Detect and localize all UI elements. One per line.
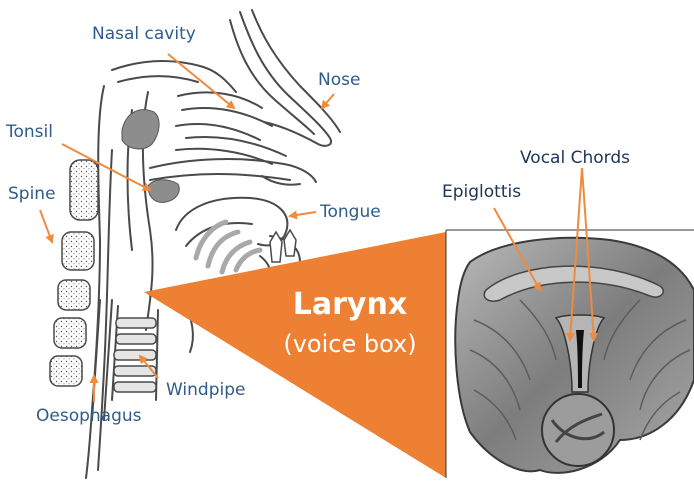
tonsil-tissue xyxy=(122,110,179,203)
cricoid-ring xyxy=(542,394,614,466)
label-windpipe: Windpipe xyxy=(166,382,246,399)
vertebra xyxy=(54,318,86,348)
label-tonsil: Tonsil xyxy=(6,124,53,141)
tongue-arrow xyxy=(290,212,316,216)
larynx-detail-image xyxy=(446,230,694,478)
spine-arrow xyxy=(40,210,52,242)
label-epiglottis: Epiglottis xyxy=(442,184,521,201)
teeth xyxy=(270,230,296,262)
windpipe-rings xyxy=(114,318,156,392)
adenoid-mass xyxy=(122,110,159,149)
label-nasal-cavity: Nasal cavity xyxy=(92,26,196,43)
label-vocal-chords: Vocal Chords xyxy=(520,150,630,167)
label-oesophagus: Oesophagus xyxy=(36,408,142,425)
vertebra xyxy=(58,280,90,310)
spine-vertebrae xyxy=(50,160,98,386)
palate xyxy=(150,159,316,182)
nasal-turbinate xyxy=(178,92,262,108)
tonsil-mass xyxy=(148,180,179,203)
label-larynx: Larynx xyxy=(270,290,430,320)
label-spine: Spine xyxy=(8,186,56,203)
nasal-cavity-arrow xyxy=(168,54,234,108)
label-nose: Nose xyxy=(318,72,360,89)
vertebra xyxy=(70,160,98,220)
vertebra xyxy=(62,232,94,270)
label-voice-box: (voice box) xyxy=(258,332,442,356)
vertebra xyxy=(50,356,82,386)
nose-arrow xyxy=(322,94,334,108)
label-tongue: Tongue xyxy=(320,204,381,221)
